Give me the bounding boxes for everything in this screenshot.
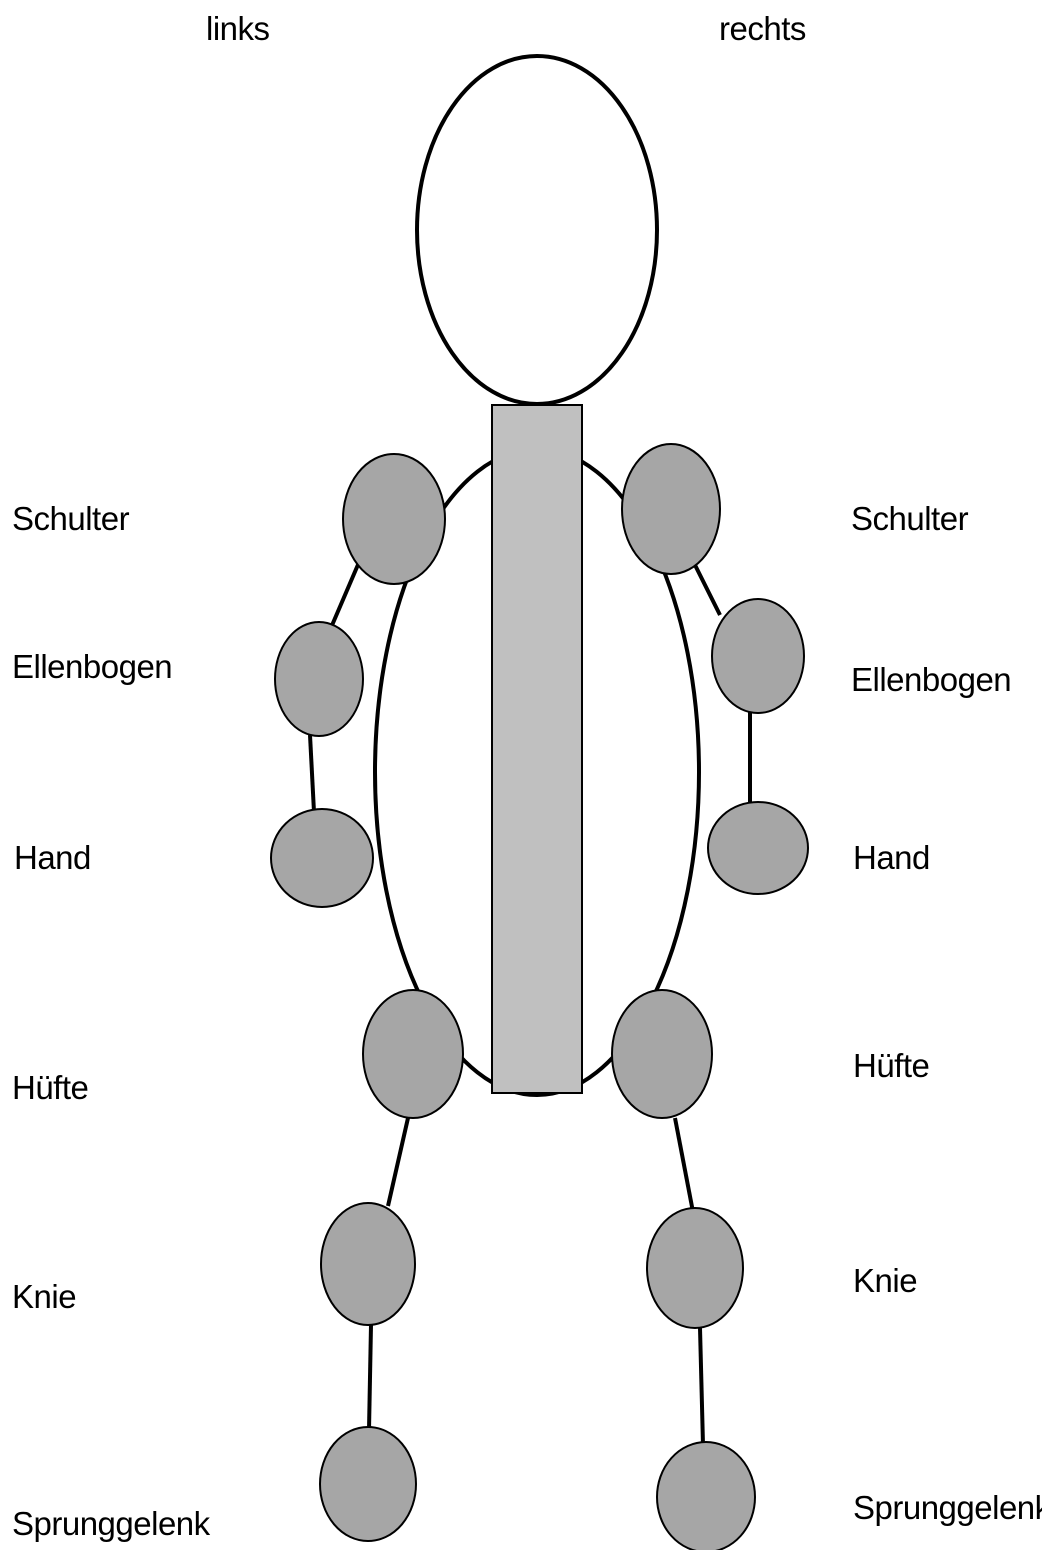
right-side-label: rechts (719, 12, 806, 45)
right-hand-joint (708, 802, 808, 894)
right-thigh-bone (675, 1118, 693, 1212)
right-hip-label: Hüfte (853, 1049, 929, 1082)
right-hand-label: Hand (853, 841, 930, 874)
left-elbow-joint (275, 622, 363, 736)
left-hand-label: Hand (14, 841, 91, 874)
left-knee-label: Knie (12, 1280, 76, 1313)
right-upper-arm-bone (695, 565, 720, 615)
left-hip-label: Hüfte (12, 1071, 88, 1104)
left-elbow-label: Ellenbogen (12, 650, 172, 683)
left-ankle-joint (320, 1427, 416, 1541)
right-knee-joint (647, 1208, 743, 1328)
left-shoulder-label: Schulter (12, 502, 129, 535)
left-hand-joint (271, 809, 373, 907)
left-shin-bone (369, 1325, 371, 1430)
left-thigh-bone (388, 1118, 408, 1206)
right-hip-joint (612, 990, 712, 1118)
right-ankle-joint (657, 1442, 755, 1550)
left-side-label: links (206, 12, 270, 45)
right-shin-bone (700, 1328, 703, 1445)
left-upper-arm-bone (330, 560, 360, 630)
right-ankle-label: Sprunggelenk (853, 1491, 1042, 1524)
right-elbow-joint (712, 599, 804, 713)
head (417, 56, 657, 404)
left-hip-joint (363, 990, 463, 1118)
left-knee-joint (321, 1203, 415, 1325)
left-shoulder-joint (343, 454, 445, 584)
right-elbow-label: Ellenbogen (851, 663, 1011, 696)
left-forearm-bone (310, 735, 314, 812)
right-shoulder-label: Schulter (851, 502, 968, 535)
spine (492, 405, 582, 1093)
right-shoulder-joint (622, 444, 720, 574)
right-knee-label: Knie (853, 1264, 917, 1297)
left-ankle-label: Sprunggelenk (12, 1507, 210, 1540)
